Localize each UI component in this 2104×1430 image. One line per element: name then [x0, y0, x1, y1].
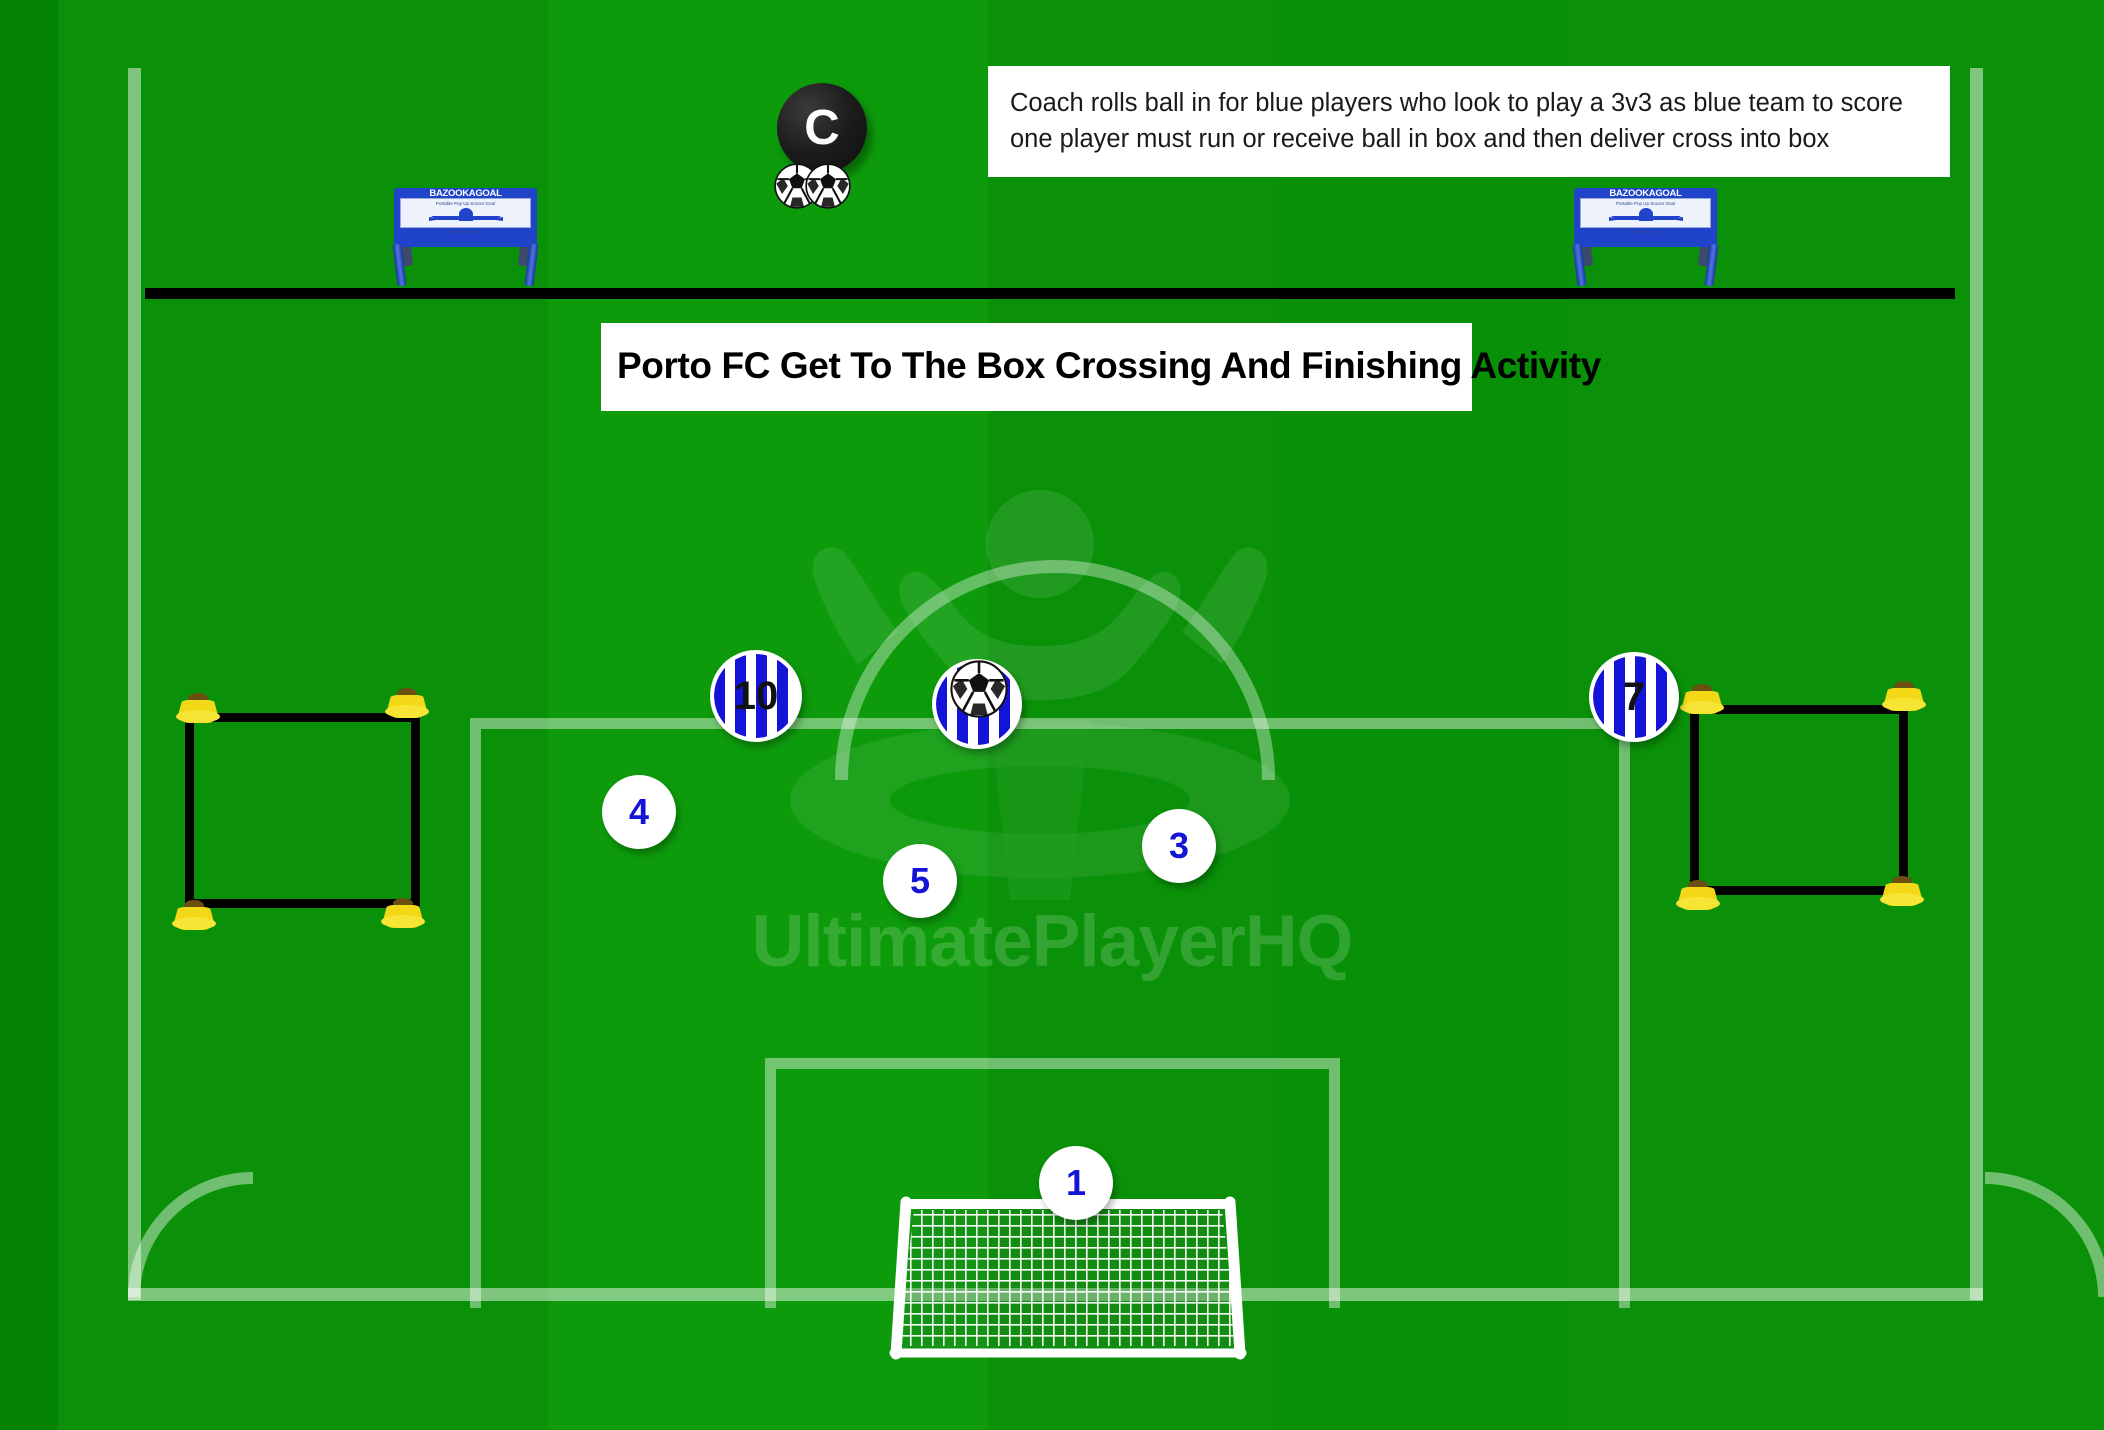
player-number: 10	[733, 673, 779, 718]
cone-icon	[176, 693, 220, 723]
goalkeeper-1[interactable]: 1	[1039, 1146, 1113, 1220]
cone-icon	[1880, 876, 1924, 906]
player-number: 4	[628, 791, 650, 832]
cone-icon	[1680, 684, 1724, 714]
mini-goal-brand: BAZOOKAGOAL	[429, 188, 502, 199]
player-4[interactable]: 4	[602, 775, 676, 849]
jersey-stripes	[1593, 656, 1675, 738]
coach-marker[interactable]: C	[777, 83, 867, 173]
cone-square-left	[185, 713, 420, 908]
player-5[interactable]: 5	[883, 844, 957, 918]
touchline-right	[1970, 68, 1983, 1300]
player-number: 1	[1065, 1162, 1087, 1203]
goal-crossbar	[1574, 238, 1717, 247]
player-7[interactable]: 7	[1589, 652, 1679, 742]
cone-icon	[381, 898, 425, 928]
player-3[interactable]: 3	[1142, 809, 1216, 883]
black-boundary-line	[145, 288, 1955, 299]
cone-icon	[1882, 681, 1926, 711]
cone-icon	[172, 900, 216, 930]
mini-goal-brand: BAZOOKAGOAL	[1609, 188, 1682, 199]
touchline-left	[128, 68, 141, 1300]
watermark-text: UltimatePlayerHQ	[751, 901, 1354, 982]
turf-band	[0, 0, 58, 1430]
cone-square-right	[1690, 705, 1908, 895]
instruction-text: Coach rolls ball in for blue players who…	[1010, 89, 1903, 154]
mini-goal-right[interactable]: BAZOOKAGOAL Portable Pop Up Soccer Goal …	[1568, 180, 1723, 287]
ball-on-player[interactable]	[950, 660, 1008, 718]
page-title: Porto FC Get To The Box Crossing And Fin…	[617, 345, 1601, 386]
player-number: 5	[909, 860, 931, 901]
mini-goal-left[interactable]: BAZOOKAGOAL Portable Pop Up Soccer Goal …	[388, 180, 543, 287]
player-number: 3	[1168, 825, 1190, 866]
goal-crossbar	[394, 238, 537, 247]
mini-goal-foot: bazookagoal.com	[447, 229, 484, 234]
goal-area	[765, 1058, 1340, 1308]
player-number: 7	[1622, 674, 1646, 719]
mini-goal-sub: Portable Pop Up Soccer Goal	[435, 201, 496, 206]
coach-label: C	[804, 101, 840, 155]
bazooka-logo-icon	[1608, 208, 1683, 221]
ball-coach-right[interactable]	[805, 163, 851, 209]
jersey-stripes	[714, 654, 798, 738]
cone-icon	[1676, 880, 1720, 910]
mini-goal-sub: Portable Pop Up Soccer Goal	[1615, 201, 1676, 206]
player-10[interactable]: 10	[710, 650, 802, 742]
penalty-area	[470, 718, 1630, 1308]
cone-icon	[385, 688, 429, 718]
turf-band	[1278, 0, 1568, 1430]
instruction-callout: Coach rolls ball in for blue players who…	[988, 66, 1950, 178]
bazooka-logo-icon	[428, 208, 503, 221]
title-callout: Porto FC Get To The Box Crossing And Fin…	[601, 323, 1601, 411]
mini-goal-foot: bazookagoal.com	[1627, 229, 1664, 234]
